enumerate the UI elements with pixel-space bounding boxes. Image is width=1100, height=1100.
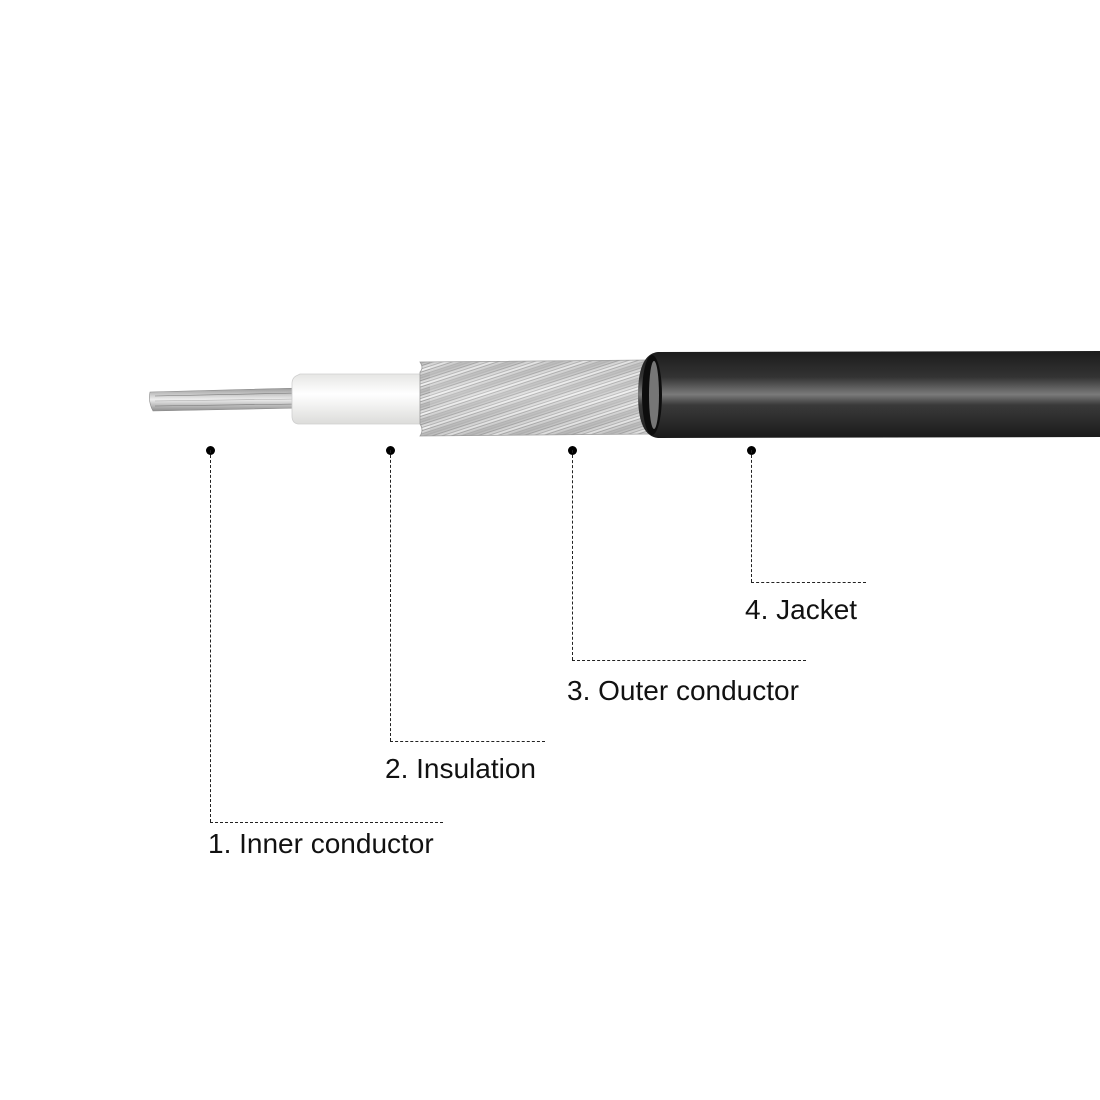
outer-conductor-label: 3. Outer conductor bbox=[567, 675, 799, 706]
insulation-shape bbox=[291, 373, 426, 425]
outer-conductor-leader-horizontal bbox=[572, 660, 806, 661]
insulation-leader-horizontal bbox=[390, 741, 545, 742]
inner-conductor-shape bbox=[149, 387, 301, 412]
insulation-label: 2. Insulation bbox=[385, 753, 536, 784]
insulation-leader-vertical bbox=[390, 450, 391, 741]
inner-conductor-label: 1. Inner conductor bbox=[208, 828, 434, 859]
jacket-shape bbox=[638, 351, 1100, 438]
jacket-leader-horizontal bbox=[751, 582, 866, 583]
outer-conductor-leader-vertical bbox=[572, 450, 573, 660]
jacket-leader-vertical bbox=[751, 450, 752, 582]
inner-conductor-leader-vertical bbox=[210, 450, 211, 822]
outer-conductor-shape bbox=[419, 359, 651, 437]
jacket-label: 4. Jacket bbox=[745, 594, 858, 625]
inner-conductor-leader-horizontal bbox=[210, 822, 443, 823]
